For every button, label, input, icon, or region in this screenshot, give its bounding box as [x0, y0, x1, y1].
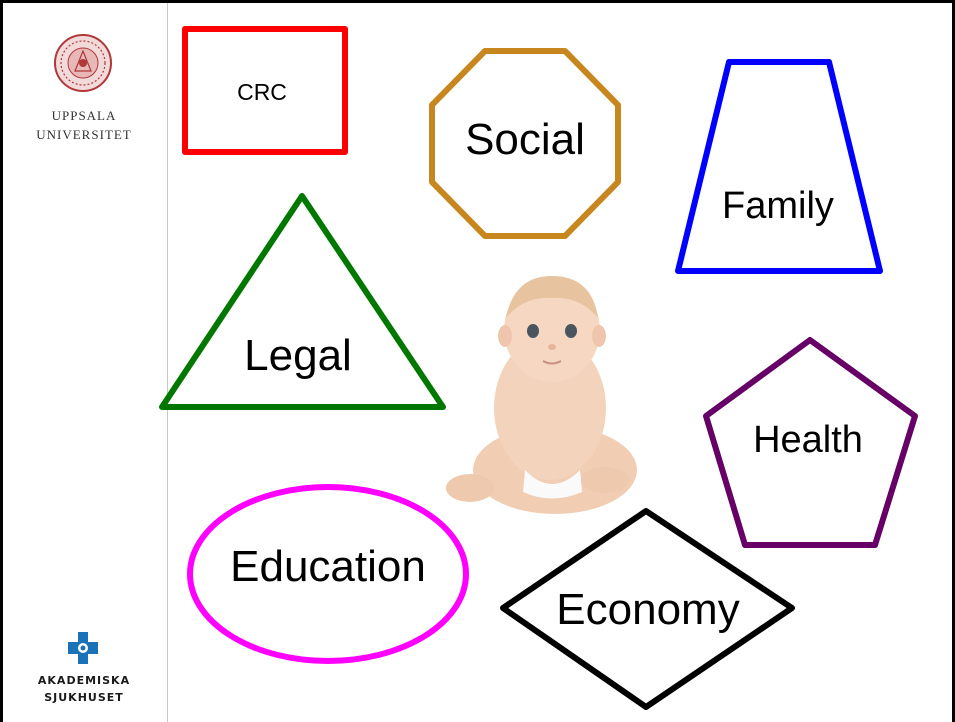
legal-triangle-outline — [159, 193, 446, 410]
sidebar-divider — [167, 3, 168, 722]
slide-frame-left — [0, 0, 3, 722]
economy-label: Economy — [556, 585, 739, 634]
shape-legal: Legal — [159, 193, 446, 410]
akademiska-logo-line-2: SJUKHUSET — [44, 691, 124, 704]
shape-education: Education — [187, 484, 469, 664]
shape-crc: CRC — [182, 26, 348, 155]
uppsala-logo-line-1: UPPSALA — [51, 108, 117, 123]
education-label: Education — [230, 542, 426, 591]
baby-photo — [428, 258, 688, 520]
social-label: Social — [465, 115, 585, 164]
health-pentagon-outline — [703, 337, 918, 548]
family-trapezoid-outline — [675, 59, 883, 274]
shape-economy: Economy — [500, 508, 795, 710]
crc-rectangle-outline — [182, 26, 348, 155]
uppsala-seal-logo — [54, 34, 112, 92]
legal-label: Legal — [244, 331, 352, 380]
crc-label: CRC — [237, 79, 287, 105]
shape-family: Family — [675, 59, 883, 274]
health-label: Health — [753, 419, 863, 461]
slide-frame-right — [952, 0, 955, 722]
social-octagon-outline — [429, 48, 621, 239]
slide-frame-top — [0, 0, 955, 3]
economy-diamond-outline — [500, 508, 795, 710]
shape-health: Health — [703, 337, 918, 548]
family-label: Family — [722, 185, 834, 227]
akademiska-cross-logo — [68, 632, 98, 664]
education-ellipse-outline — [187, 484, 469, 664]
akademiska-logo-text: AKADEMISKA SJUKHUSET — [3, 672, 165, 706]
shape-social: Social — [429, 48, 621, 239]
uppsala-logo-text: UPPSALA UNIVERSITET — [3, 106, 165, 144]
uppsala-logo-line-2: UNIVERSITET — [36, 127, 132, 142]
akademiska-logo-line-1: AKADEMISKA — [37, 674, 131, 687]
